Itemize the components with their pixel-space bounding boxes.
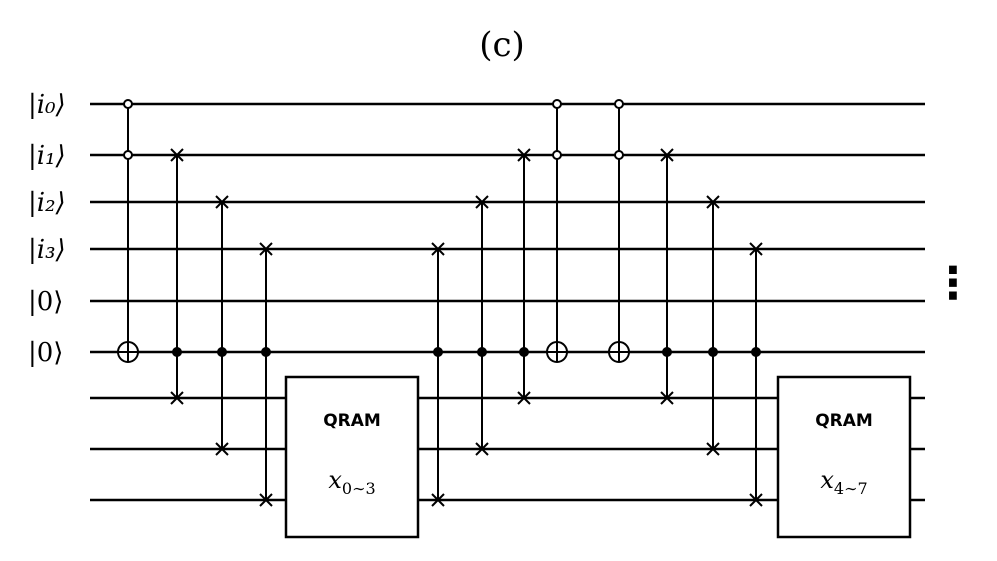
swap-x-icon (517, 391, 531, 405)
cswap-gate-i1-d1-3 (660, 148, 674, 405)
open-control-dot (614, 99, 624, 109)
cswap-gate-i3-d3-2 (431, 242, 445, 507)
swap-x-icon (706, 442, 720, 456)
qubit-label-i0: |i₀⟩ (28, 90, 66, 120)
swap-x-icon (749, 242, 763, 256)
open-control-dot (552, 150, 562, 160)
swap-x-icon (431, 493, 445, 507)
cswap-gate-i2-d2-2 (475, 195, 489, 456)
qram-box-2-title: QRAM (815, 411, 873, 431)
qubit-label-i1: |i₁⟩ (28, 141, 66, 171)
qubit-label-i2: |i₂⟩ (28, 188, 66, 218)
swap-x-icon (259, 242, 273, 256)
open-control-dot (123, 99, 133, 109)
control-dot (477, 347, 487, 357)
swap-x-icon (215, 442, 229, 456)
open-control-dot (614, 150, 624, 160)
control-dot (172, 347, 182, 357)
control-dot (217, 347, 227, 357)
control-dot (662, 347, 672, 357)
swap-x-icon (517, 148, 531, 162)
control-dot (519, 347, 529, 357)
control-dot (708, 347, 718, 357)
swap-x-icon (170, 391, 184, 405)
swap-x-icon (475, 195, 489, 209)
qram-box-1-variable: x0∼3 (328, 466, 375, 498)
open-control-dot (123, 150, 133, 160)
cswap-gate-i2-d2-3 (706, 195, 720, 456)
control-dot (433, 347, 443, 357)
control-dot (751, 347, 761, 357)
swap-x-icon (749, 493, 763, 507)
swap-x-icon (215, 195, 229, 209)
qram-box-1-title: QRAM (323, 411, 381, 431)
swap-x-icon (431, 242, 445, 256)
toffoli-gate-2 (546, 99, 568, 363)
control-dot (261, 347, 271, 357)
cswap-gate-i3-d3 (259, 242, 273, 507)
toffoli-gate-1 (117, 99, 139, 363)
cswap-gate-i1-d1-2 (517, 148, 531, 405)
qram-box-1: QRAM x0∼3 (284, 375, 420, 539)
qubit-labels: |i₀⟩ |i₁⟩ |i₂⟩ |i₃⟩ |0⟩ |0⟩ (28, 90, 66, 368)
cswap-gate-i3-d3-3 (749, 242, 763, 507)
cswap-gates (170, 148, 763, 507)
continuation-marker: ⋮ (931, 258, 975, 309)
cswap-gate-i2-d2 (215, 195, 229, 456)
qubit-label-ancilla-2: |0⟩ (28, 338, 63, 368)
qubit-label-i3: |i₃⟩ (28, 235, 66, 265)
cswap-gate-i1-d1 (170, 148, 184, 405)
open-control-dot (552, 99, 562, 109)
qram-box-2-variable: x4∼7 (820, 466, 867, 498)
swap-x-icon (475, 442, 489, 456)
swap-x-icon (660, 148, 674, 162)
panel-label: (c) (479, 25, 525, 65)
swap-x-icon (660, 391, 674, 405)
toffoli-gate-3 (608, 99, 630, 363)
swap-x-icon (170, 148, 184, 162)
swap-x-icon (259, 493, 273, 507)
wires (90, 102, 925, 502)
qubit-label-ancilla-1: |0⟩ (28, 287, 63, 317)
swap-x-icon (706, 195, 720, 209)
qram-box-2: QRAM x4∼7 (776, 375, 912, 539)
